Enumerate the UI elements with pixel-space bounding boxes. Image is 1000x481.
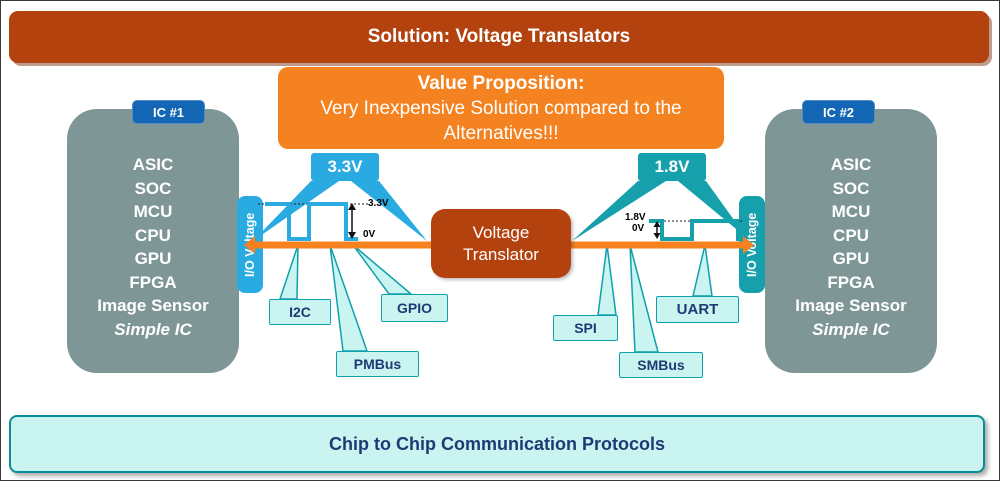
ic2-io-voltage-tab: I/O Voltage [739,196,765,293]
ic2-item: FPGA [827,272,875,292]
v33-voltage-box: 3.3V [311,153,379,181]
ic2-badge-label: IC #2 [822,104,855,120]
ic1-item: SOC [134,178,172,198]
v33-callout-left-triangle [253,181,339,241]
ic2-item: GPU [832,249,870,268]
v18-measure-arrowhead-top [653,221,661,227]
ic1-item-simple-ic: Simple IC [114,319,192,339]
v18-measure-arrowhead-bottom [653,233,661,239]
v18-callout-left-triangle [572,181,666,241]
ic1-io-voltage-label: I/O Voltage [243,212,257,277]
bottom-banner-title: Chip to Chip Communication Protocols [329,433,665,454]
v18-high-level-label: 1.8V [625,212,646,223]
v33-measure-arrowhead-top [348,203,356,210]
ic2-item: MCU [831,202,871,221]
slide-title: Solution: Voltage Translators [367,26,631,47]
title-banner: Solution: Voltage Translators [9,11,989,63]
pmbus-leader-triangle [329,244,369,352]
ic2-block: ASIC SOC MCU CPU GPU FPGA Image Sensor S… [765,109,937,373]
v33-measure-arrowhead-bottom [348,232,356,239]
ic2-item: SOC [832,178,870,198]
protocol-box-gpio: GPIO [381,294,448,322]
v18-callout-right-triangle [678,181,747,238]
ic2-badge: IC #2 [802,100,875,124]
ic2-device-list: ASIC SOC MCU CPU GPU FPGA Image Sensor S… [765,153,937,341]
protocol-box-uart: UART [656,296,739,323]
ic1-io-voltage-tab: I/O Voltage [237,196,263,293]
ic1-block: ASIC SOC MCU CPU GPU FPGA Image Sensor S… [67,109,239,373]
ic1-item: GPU [134,249,172,268]
ic1-item: Image Sensor [97,296,209,315]
ic2-item: ASIC [830,155,872,174]
protocol-label-uart: UART [676,301,719,318]
uart-leader-triangle [692,244,713,297]
voltage-translator-label: Voltage Translator [463,223,539,264]
ic1-device-list: ASIC SOC MCU CPU GPU FPGA Image Sensor S… [67,153,239,341]
value-proposition-body: Very Inexpensive Solution compared to th… [320,98,682,145]
v18-low-level-label: 0V [632,223,645,234]
waveform-3v3 [265,202,358,241]
ic2-item-simple-ic: Simple IC [812,319,890,339]
protocol-box-smbus: SMBus [619,352,703,378]
protocol-box-pmbus: PMBus [336,351,419,377]
spi-leader-triangle [597,244,617,316]
v33-low-level-label: 0V [363,229,376,240]
bottom-banner: Chip to Chip Communication Protocols [9,415,985,473]
protocol-label-pmbus: PMBus [353,356,402,372]
gpio-leader-triangle [352,244,414,295]
protocol-label-gpio: GPIO [396,300,432,316]
waveform-1v8 [649,219,746,241]
ic1-item: ASIC [132,155,174,174]
ic1-badge: IC #1 [132,100,205,124]
protocol-label-spi: SPI [574,320,597,336]
value-proposition-box: Value Proposition: Very Inexpensive Solu… [278,67,724,149]
ic2-item: CPU [833,225,869,245]
v33-voltage-label: 3.3V [327,157,363,176]
smbus-leader-triangle [629,244,659,353]
voltage-translator-box: Voltage Translator [431,209,571,278]
ic1-item: MCU [133,202,173,221]
ic2-item: Image Sensor [795,296,907,315]
ic1-item: CPU [135,225,171,245]
protocol-box-spi: SPI [553,315,618,341]
i2c-leader-triangle [278,244,299,300]
value-proposition-heading: Value Proposition: [417,73,585,94]
v33-high-level-label: 3.3V [368,198,389,209]
protocol-label-i2c: I2C [289,304,311,320]
ic1-item: FPGA [129,272,177,292]
ic1-badge-label: IC #1 [152,104,185,120]
v18-voltage-box: 1.8V [638,153,706,181]
v18-voltage-label: 1.8V [654,157,690,176]
protocol-box-i2c: I2C [269,299,331,325]
ic2-io-voltage-label: I/O Voltage [745,212,759,277]
protocol-label-smbus: SMBus [637,357,685,373]
